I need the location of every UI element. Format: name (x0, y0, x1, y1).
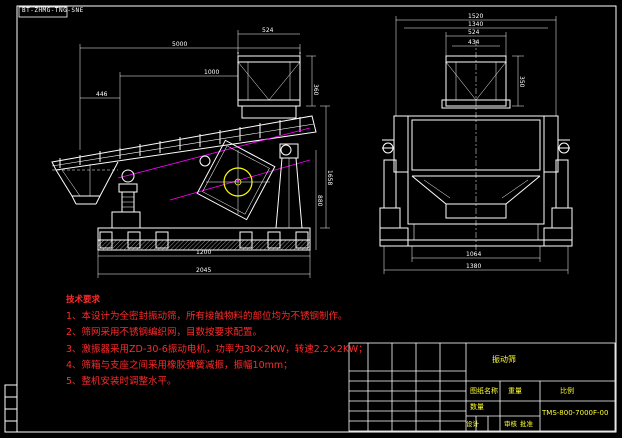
front-inlet (441, 40, 511, 250)
dim-inlet-height: 360 (312, 84, 319, 96)
side-view-dimension-labels: 5000 1000 446 524 360 1658 880 1200 2045 (96, 27, 333, 274)
dim-overall-width: 1520 (468, 13, 483, 20)
front-screen-body (382, 115, 570, 225)
title-cell-designer: 设计 (466, 420, 479, 428)
front-supports (379, 142, 573, 247)
pivot-2 (280, 144, 292, 156)
vibrating-motor (196, 139, 276, 221)
note-item: 4、筛箱与支座之间采用橡胶弹簧减振，振幅10mm； (66, 360, 293, 371)
dim-bottom-length: 2045 (196, 267, 211, 274)
front-view (379, 40, 573, 250)
pivot-1 (199, 155, 211, 167)
dim-outer-span: 1380 (466, 263, 481, 270)
dim-inner-span: 1064 (466, 251, 481, 258)
dim-left-offset: 446 (96, 91, 108, 98)
centerline (117, 127, 311, 179)
drawing-code-label: BT-ZHMG-TNG-SNE (22, 7, 84, 14)
dim-total-height: 1658 (326, 170, 333, 185)
title-cell-scale: 比例 (560, 387, 574, 395)
front-hopper (411, 175, 541, 219)
front-view-dimensions (383, 16, 569, 274)
note-item: 5、整机安装时调整水平。 (66, 376, 177, 387)
side-view (51, 52, 317, 251)
note-item: 3、激振器采用ZD-30-6振动电机，功率为30×2KW，转速2.2×2KW； (66, 344, 368, 355)
base-frame (97, 211, 311, 251)
dim-front-height: 350 (518, 76, 525, 88)
note-item: 2、筛网采用不锈钢编织网，目数按要求配置。 (66, 327, 263, 338)
discharge-hopper (55, 161, 119, 205)
title-block (348, 342, 616, 432)
notes-title: 技术要求 (66, 295, 101, 305)
title-cell-approver: 批准 (520, 420, 533, 428)
title-cell-checker: 审核 (504, 420, 517, 428)
dim-inner-length: 1000 (204, 69, 219, 76)
dim-inlet-inner: 434 (468, 39, 480, 46)
title-cell-quantity: 数量 (470, 403, 484, 411)
dim-mid-width: 1340 (468, 21, 483, 28)
title-drawing-name: 振动筛 (492, 355, 516, 364)
title-cell-weight: 重量 (508, 387, 522, 395)
side-view-dimensions (79, 30, 330, 278)
drawing-number: TMS-800-7000F-00 (542, 409, 609, 417)
dim-overall-length: 5000 (172, 41, 187, 48)
dim-top-width: 524 (262, 27, 274, 34)
dim-base-length: 1200 (196, 249, 211, 256)
screen-box (51, 115, 317, 171)
note-item: 1、本设计为全密封振动筛，所有接触物料的部位均为不锈钢制作。 (66, 311, 348, 322)
title-cell-drawing-title: 图纸名称 (470, 387, 498, 395)
dim-inlet-outer: 524 (468, 29, 480, 36)
drawing-frame (4, 5, 617, 433)
front-view-dimension-labels: 1520 1340 524 434 350 1064 1380 (466, 13, 525, 270)
dim-right-height: 880 (316, 195, 323, 207)
corner-label-box (18, 6, 68, 18)
